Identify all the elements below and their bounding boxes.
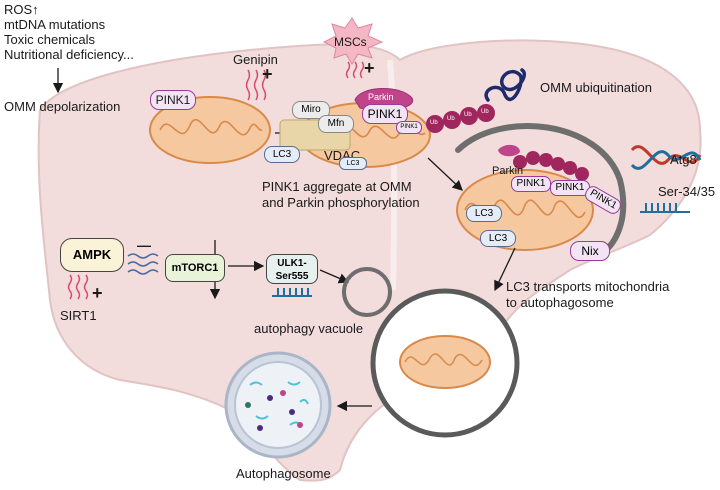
- stress-factor-ros: ROS↑: [4, 2, 39, 17]
- msc-signal-icon: [345, 61, 365, 79]
- omm-ubiquitination-label: OMM ubiquitination: [540, 80, 652, 95]
- ampk-label: AMPK: [72, 247, 112, 262]
- lc3-badge-center-left: LC3: [264, 146, 300, 163]
- pink1-label: PINK1: [516, 178, 546, 189]
- lc3-label: LC3: [272, 149, 292, 160]
- mscs-label: MSCs: [334, 35, 367, 49]
- inhibition-signal-icon: [127, 253, 159, 275]
- pink1-small-badge: PINK1: [396, 121, 422, 134]
- ub-label-1: Ub: [430, 120, 438, 126]
- lc3-transport-caption-line1: LC3 transports mitochondria: [506, 279, 670, 294]
- parkin-label-center: Parkin: [368, 92, 394, 102]
- pink1-badge-right-1: PINK1: [511, 176, 551, 192]
- autophagy-vacuole-ring: [342, 267, 392, 317]
- pink1-label: PINK1: [400, 124, 418, 130]
- ub-label-3: Ub: [464, 112, 472, 118]
- pink1-badge-center: PINK1: [362, 104, 408, 124]
- lc3-badge-right-1: LC3: [466, 205, 502, 222]
- arrow-to-phagophore: [427, 157, 463, 191]
- autophagy-vacuole-label: autophagy vacuole: [254, 321, 364, 336]
- pink1-badge-left: PINK1: [150, 90, 196, 110]
- ser-label: Ser-34/35: [658, 184, 716, 199]
- nix-badge: Nix: [570, 241, 610, 261]
- pink1-aggregate-caption-line2: and Parkin phosphorylation: [262, 195, 420, 210]
- pink1-label: PINK1: [555, 182, 585, 193]
- mtorc1-label: mTORC1: [171, 262, 219, 274]
- mtorc1-box: mTORC1: [165, 254, 225, 282]
- lc3-badge-right-2: LC3: [480, 230, 516, 247]
- autophagosome-icon: [224, 351, 332, 459]
- mscs-plus: +: [364, 58, 375, 78]
- stress-factor-nutrition: Nutritional deficiency...: [4, 47, 134, 62]
- genipin-signal-icon: [245, 69, 267, 101]
- mfn-badge: Mfn: [318, 115, 354, 133]
- parkin-label-right: Parkin: [492, 165, 524, 177]
- ub-label-4: Ub: [481, 109, 489, 115]
- ulk1-label-line1: ULK1-: [277, 258, 307, 269]
- lc3-label: LC3: [346, 160, 360, 167]
- genipin-plus: +: [262, 64, 273, 84]
- autophagosome-engulfing: [370, 288, 520, 438]
- lc3-badge-center-right: LC3: [339, 157, 367, 170]
- lc3-label: LC3: [488, 233, 508, 244]
- lc3-label: LC3: [474, 208, 494, 219]
- arrow-to-autophagosome-formation: [494, 247, 516, 292]
- mitochondrion-left: [149, 96, 271, 164]
- msc-cell-icon: [322, 17, 384, 65]
- pink1-aggregate-caption-line1: PINK1 aggregate at OMM: [262, 179, 412, 194]
- sirt1-plus: +: [92, 283, 103, 303]
- ulk1-comb-icon: [272, 288, 312, 297]
- genipin-label: Genipin: [233, 52, 278, 67]
- nix-label: Nix: [581, 244, 599, 258]
- mfn-label: Mfn: [327, 118, 345, 129]
- sirt1-signal-icon: [67, 274, 89, 300]
- arrow-ulk1-vacuole: [319, 269, 350, 284]
- miro-badge: Miro: [292, 101, 330, 119]
- autophagosome-label: Autophagosome: [236, 466, 331, 481]
- ser-comb-icon: [640, 203, 690, 213]
- phagophore-arc: [455, 123, 627, 258]
- atg8-label: Atg8: [670, 152, 697, 167]
- ulk1-box: ULK1- Ser555: [266, 254, 318, 284]
- ub-cluster-right: [498, 144, 589, 181]
- ubiquitin-coil-icon: [484, 68, 526, 102]
- omm-depolarization-label: OMM depolarization: [4, 99, 121, 114]
- ampk-box: AMPK: [60, 238, 124, 272]
- inhibition-minus: —: [137, 237, 151, 253]
- sirt1-label: SIRT1: [60, 308, 97, 323]
- stress-factor-mtdna: mtDNA mutations: [4, 17, 106, 32]
- atg8-dna-icon: [630, 145, 702, 170]
- lc3-transport-caption-line2: to autophagosome: [506, 295, 614, 310]
- ub-label-2: Ub: [447, 116, 455, 122]
- miro-label: Miro: [301, 104, 321, 115]
- pink1-label: PINK1: [367, 107, 403, 121]
- ub-chain-top: [426, 104, 495, 133]
- pink1-label: PINK1: [155, 93, 191, 107]
- ulk1-label-line2: Ser555: [275, 271, 309, 282]
- stress-factor-toxic: Toxic chemicals: [4, 32, 96, 47]
